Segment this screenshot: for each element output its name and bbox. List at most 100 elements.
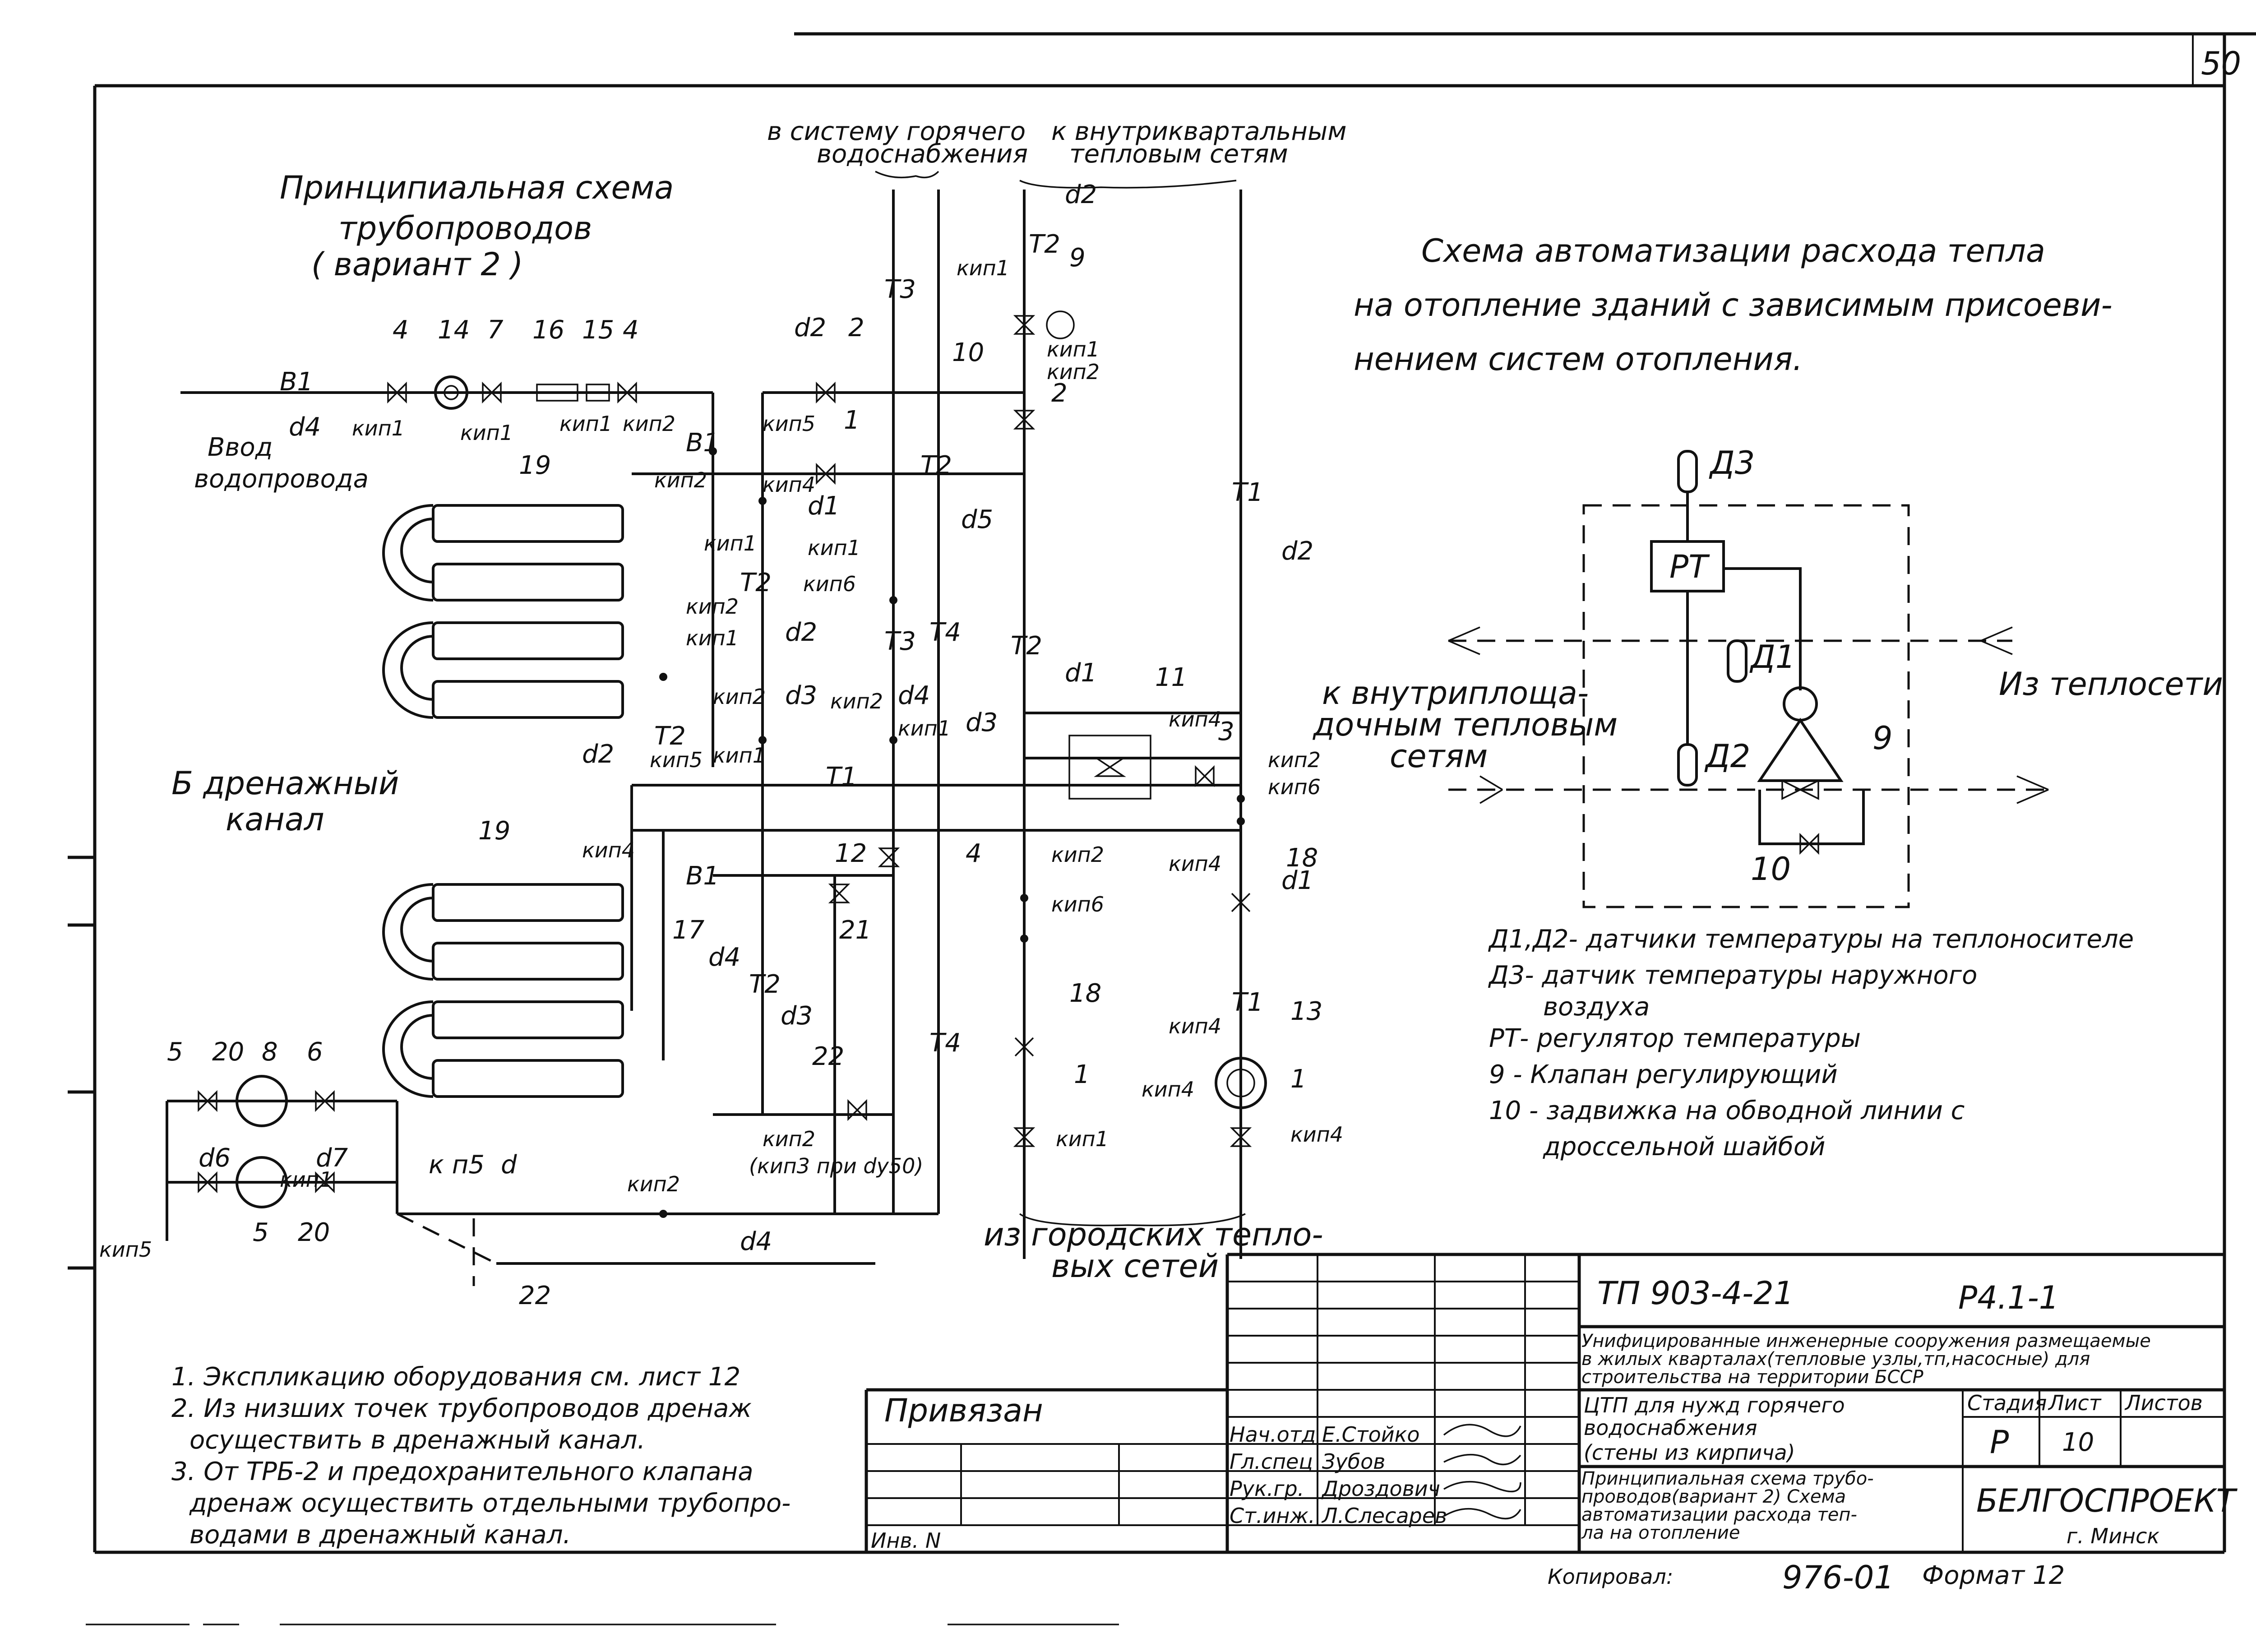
choke-18-left [1014, 1037, 1034, 1057]
automation-title-line-2: на отопление зданий с зависимым присоеви… [1354, 287, 2113, 324]
instrument-taps [659, 447, 1245, 1218]
label-kip2-c: кип2 [686, 594, 739, 619]
label-kip4-c: кип4 [1169, 851, 1221, 876]
label-d5: d5 [961, 505, 993, 534]
label-kip4-e: кип4 [1142, 1077, 1194, 1101]
automation-title-line-3: нением систем отопления. [1354, 341, 1803, 378]
num-9: 9 [1069, 243, 1086, 273]
legend-line-5: 9 - Клапан регулирующий [1489, 1060, 1838, 1089]
label-kip2-b: кип2 [654, 468, 707, 492]
tb-sheets-label: Листов [2124, 1391, 2203, 1415]
automation-title: Схема автоматизации расхода тепла на ото… [1354, 232, 2113, 378]
label-T2-lower: Т2 [749, 970, 781, 999]
label-from-heat: Из теплосети [1999, 666, 2223, 703]
label-B1-vert: В1 [686, 428, 719, 458]
label-kip5-a: кип5 [763, 412, 815, 436]
tb-name-1: Е.Стойко [1322, 1422, 1420, 1447]
label-T1-top: Т1 [1232, 478, 1263, 507]
label-kip3-note: (кип3 при dу50) [749, 1154, 923, 1178]
num-14: 14 [438, 315, 470, 345]
legend-line-1: Д1,Д2- датчики температуры на теплоносит… [1488, 925, 2134, 954]
num-3: 3 [1218, 717, 1234, 746]
num-4-left: 4 [393, 315, 409, 345]
label-T3-top: Т3 [884, 275, 916, 304]
label-D2: Д2 [1704, 738, 1750, 775]
label-RT: РТ [1669, 548, 1710, 585]
pump-14 [434, 375, 468, 410]
meter-16 [536, 384, 578, 402]
label-kip1-e: кип1 [808, 536, 860, 560]
tb-number: 976-01 [1782, 1559, 1894, 1596]
scheme-title-line-2: трубопроводов [338, 210, 592, 247]
label-city-2: вых сетей [1051, 1248, 1219, 1285]
label-inner-site-2: дочным тепловым [1313, 706, 1618, 743]
num-1-city-left: 1 [1074, 1060, 1090, 1089]
label-kip2-d: кип2 [713, 685, 766, 709]
tb-sheet: 10 [2062, 1428, 2094, 1457]
label-D1: Д1 [1749, 639, 1795, 676]
valve-4-left [387, 381, 407, 404]
label-inner-quarter-1: к внутриквартальным [1051, 117, 1346, 146]
label-kip1-i: кип1 [1056, 1127, 1109, 1151]
label-kip6-b: кип6 [1268, 775, 1321, 799]
regulator-11 [1094, 757, 1126, 777]
label-kip4-g: кип4 [582, 838, 635, 862]
num-1-city-right: 1 [1290, 1064, 1307, 1094]
page-number: 50 [2201, 45, 2241, 82]
valve-6-upper [315, 1090, 335, 1112]
tb-city: г. Минск [2066, 1524, 2159, 1548]
regulator-11-box [1068, 735, 1151, 800]
label-d3-c: d3 [781, 1001, 813, 1031]
scheme-title-line-3: ( вариант 2 ) [311, 246, 523, 283]
tb-name-line-1: Принципиальная схема трубо- [1581, 1468, 1874, 1489]
num-18-right: 18 [1286, 843, 1318, 873]
num-19-upper: 19 [519, 451, 551, 480]
brace-hot-water [875, 171, 939, 179]
label-B1-lower: В1 [686, 861, 719, 891]
title-block: Привязан Инв. N Нач.отд Гл.спец Рук.гр. … [864, 1253, 2238, 1596]
num-21: 21 [839, 916, 871, 945]
valve-2 [816, 381, 836, 404]
label-T1-main: Т1 [826, 762, 857, 791]
valve-3 [1195, 765, 1215, 787]
num-4-right: 4 [623, 315, 639, 345]
label-kip5-b: кип5 [650, 748, 703, 772]
label-kip1-c: кип1 [559, 412, 612, 436]
tb-name-3: Дроздович [1321, 1476, 1440, 1501]
label-d3-b: d3 [966, 708, 998, 737]
label-T4-mid: Т4 [929, 618, 961, 647]
tb-role-4: Ст.инж. [1230, 1504, 1315, 1528]
tb-signature-2 [1443, 1453, 1521, 1466]
note-3: 3. От ТРБ-2 и предохранительного клапана [171, 1457, 754, 1486]
drain-dashed [396, 1212, 497, 1265]
tb-desc-3: строительства на территории БССР [1581, 1367, 1924, 1388]
bypass-line [1758, 790, 1865, 845]
tb-sheet-label: Лист [2048, 1391, 2102, 1415]
pump-8-lower [236, 1156, 288, 1208]
valve-4-right [617, 381, 637, 404]
label-hot-water-2: водоснабжения [817, 139, 1028, 169]
label-d4-d: d4 [289, 412, 321, 442]
valve-1-city-left [1013, 1127, 1036, 1147]
choke-18-right [1231, 893, 1251, 912]
note-2b: осуществить в дренажный канал. [190, 1425, 645, 1455]
label-d4-c: d4 [740, 1227, 772, 1256]
label-kn5: к п5 [429, 1150, 485, 1180]
valve-6-lower [315, 1171, 335, 1194]
automation-scheme: РТ Д3 Д1 Д2 9 10 Из теплосети [1448, 444, 2223, 908]
valve-4-t3 [878, 847, 900, 867]
piping-scheme: в систему горячего водоснабжения к внутр… [99, 117, 1618, 1310]
label-d1-b: d1 [1065, 658, 1097, 688]
tb-signature-4 [1443, 1508, 1521, 1520]
num-1-top: 1 [844, 406, 860, 435]
label-d2-b: d2 [1065, 180, 1097, 209]
pump-13-core [1226, 1069, 1255, 1097]
note-2: 2. Из низших точек трубопроводов дренаж [171, 1394, 752, 1423]
label-kip1-f: кип1 [686, 626, 739, 650]
heat-exchanger-upper [382, 504, 624, 719]
label-kip6-c: кип6 [1051, 892, 1104, 916]
valve-21 [828, 884, 851, 903]
label-kip1-l: кип1 [280, 1167, 333, 1192]
tb-format: Формат 12 [1922, 1561, 2065, 1590]
num-4-t3: 4 [966, 839, 982, 868]
